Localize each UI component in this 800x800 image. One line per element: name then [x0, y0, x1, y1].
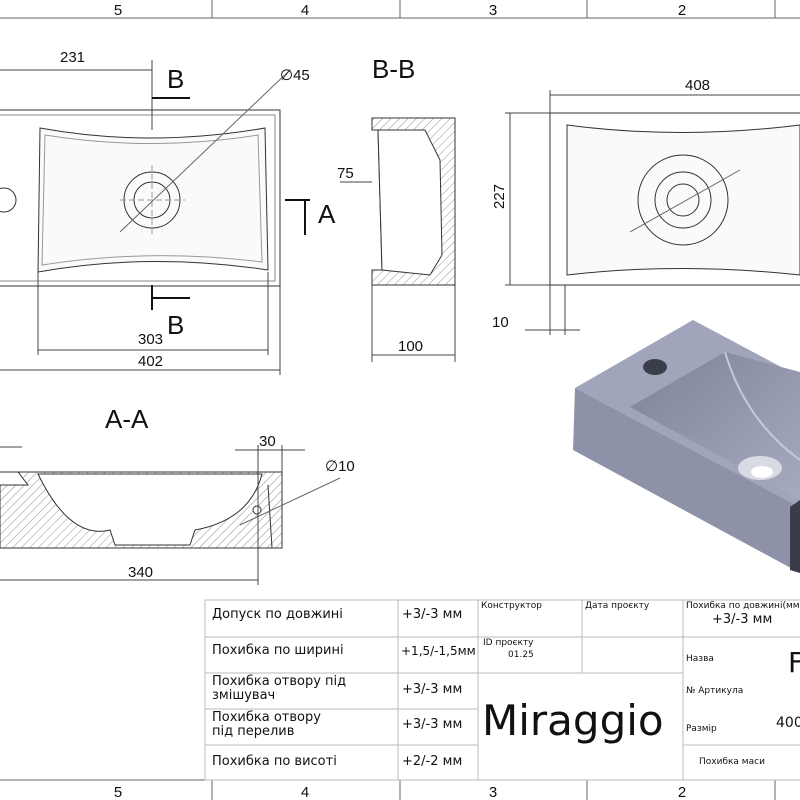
size-label: Размір — [686, 724, 717, 734]
project-id-label: ID проєкту — [483, 638, 534, 648]
column-number: 4 — [301, 2, 309, 19]
tolerance-value: +2/-2 мм — [402, 754, 463, 769]
name-value: F — [788, 646, 800, 679]
mass-tolerance-label: Похибка маси — [699, 757, 765, 767]
dimension-100: 100 — [398, 338, 423, 355]
section-marker-b-bottom: B — [167, 310, 184, 340]
dimension-408: 408 — [685, 77, 710, 94]
project-date-label: Дата проєкту — [585, 601, 650, 611]
constructor-label: Конструктор — [481, 601, 542, 611]
diameter-10-label: ∅10 — [325, 458, 355, 475]
section-marker-a: A — [318, 199, 336, 229]
tolerance-label: Похибка по ширині — [212, 643, 344, 658]
tolerance-label: Похибка отвору під перелив — [212, 710, 321, 739]
dimension-340: 340 — [128, 564, 153, 581]
tolerance-value: +3/-3 мм — [402, 717, 463, 732]
section-marker-b-top: B — [167, 64, 184, 94]
dimension-10: 10 — [492, 314, 509, 331]
length-tolerance-label: Похибка по довжині(мм) — [686, 601, 800, 611]
tolerance-value: +3/-3 мм — [402, 607, 463, 622]
dimension-227: 227 — [491, 184, 508, 209]
column-number: 2 — [678, 2, 686, 19]
column-number: 5 — [114, 784, 122, 800]
tolerance-label: Похибка по висоті — [212, 754, 337, 769]
section-aa-title: A-A — [105, 404, 149, 434]
bottom-frame-strip: 5 4 3 2 — [0, 779, 800, 800]
dimension-402: 402 — [138, 353, 163, 370]
column-number: 2 — [678, 784, 686, 800]
section-bb-title: B-B — [372, 54, 415, 84]
section-aa: A-A ∅10 30 340 — [0, 404, 355, 585]
dimension-231: 231 — [60, 49, 85, 66]
right-view: 408 227 10 — [491, 77, 800, 335]
tolerance-label: Допуск по довжині — [212, 607, 343, 622]
size-value: 400 — [776, 715, 800, 731]
dimension-303: 303 — [138, 331, 163, 348]
tolerance-value: +3/-3 мм — [402, 682, 463, 697]
column-number: 5 — [114, 2, 122, 19]
column-number: 4 — [301, 784, 309, 800]
sink-3d-render — [573, 320, 800, 573]
name-label: Назва — [686, 654, 714, 664]
title-block-grid — [204, 599, 800, 781]
brand-logo-text: Miraggio — [482, 696, 664, 745]
length-tolerance-value: +3/-3 мм — [712, 612, 773, 627]
article-label: № Артикула — [686, 686, 744, 696]
top-frame-strip: 5 4 3 2 — [0, 0, 800, 19]
section-bb: B-B 75 100 — [337, 54, 456, 362]
diameter-45-label: ∅45 — [280, 67, 310, 84]
tolerance-label: Похибка отвору під змішувач — [212, 674, 347, 703]
column-number: 3 — [489, 784, 497, 800]
tolerance-value: +1,5/-1,5мм — [401, 644, 476, 658]
dimension-30: 30 — [259, 433, 276, 450]
dimension-75: 75 — [337, 165, 354, 182]
project-id-value: 01.25 — [508, 650, 534, 660]
column-number: 3 — [489, 2, 497, 19]
top-view: ∅45 231 303 402 B B A — [0, 49, 336, 375]
